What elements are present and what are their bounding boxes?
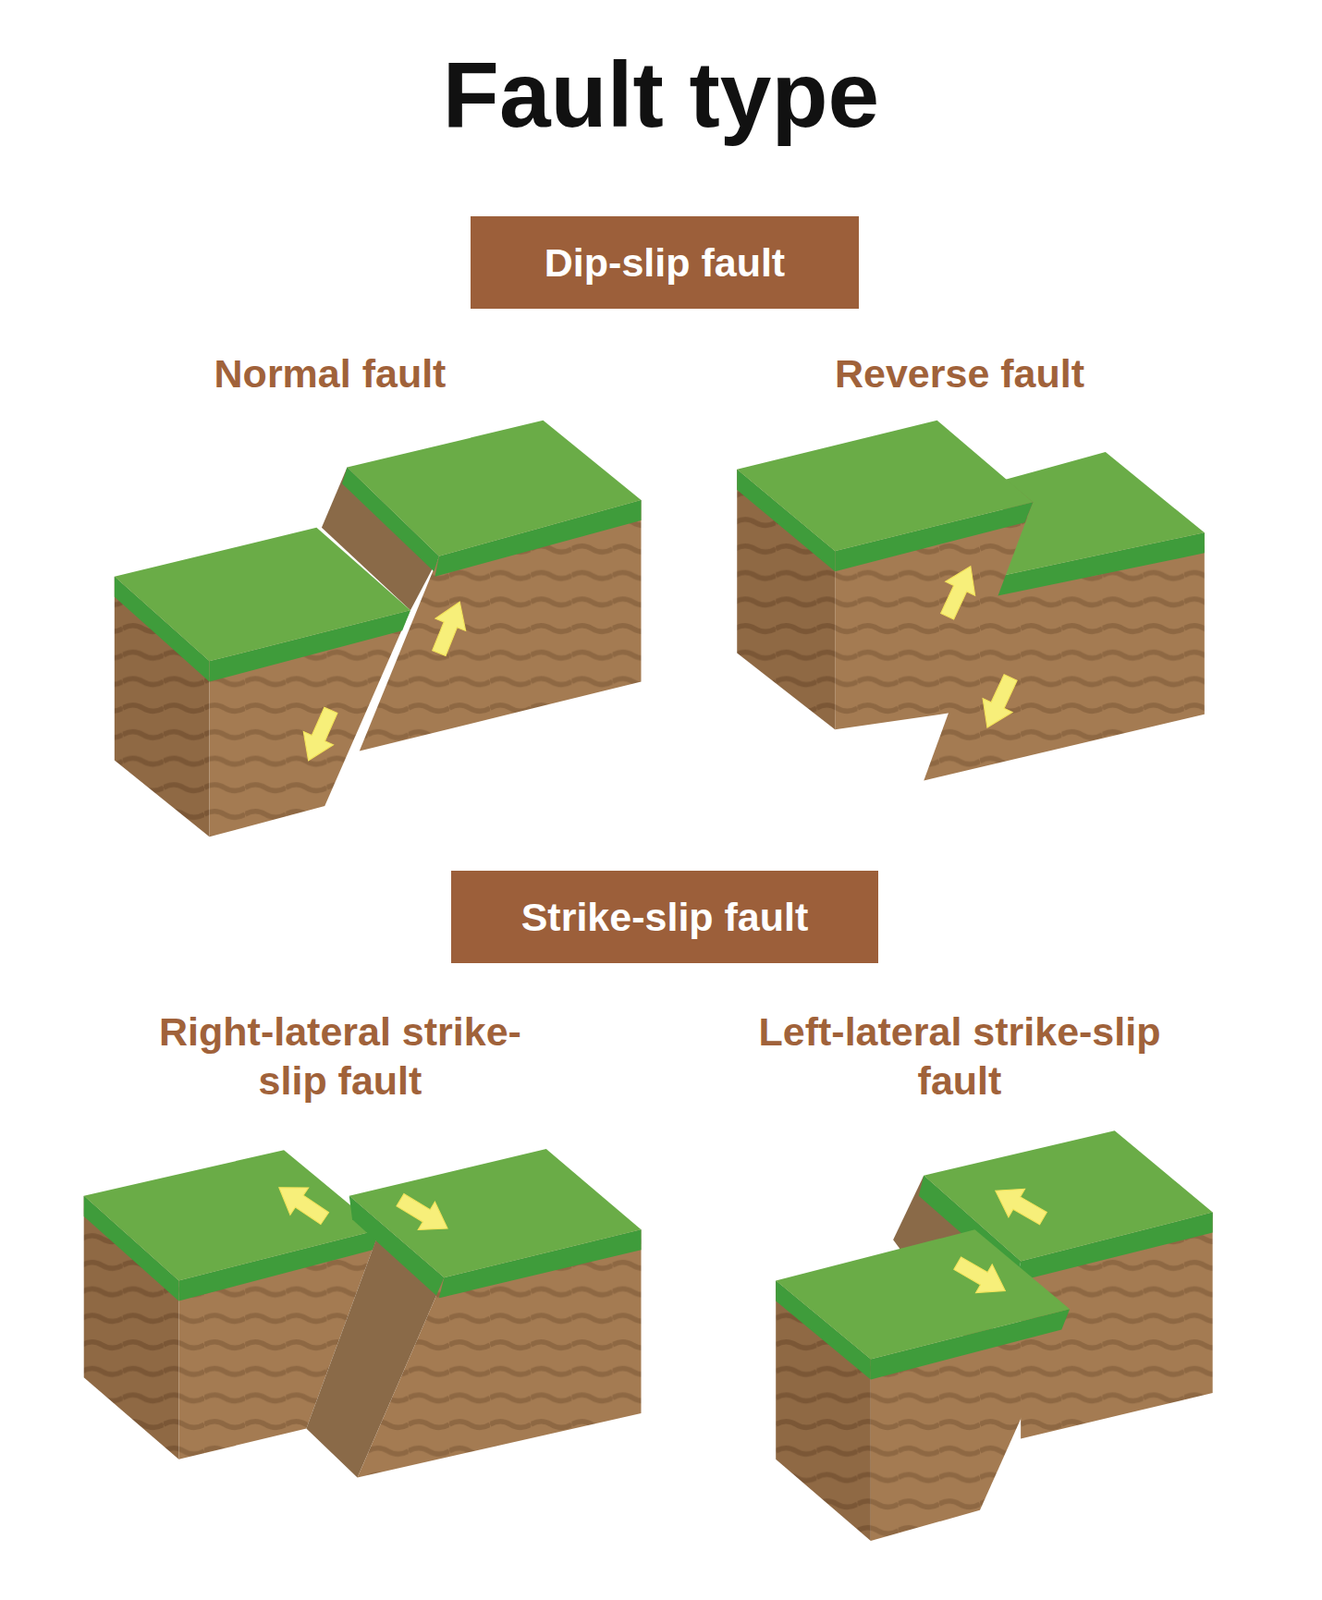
page-title: Fault type bbox=[0, 38, 1322, 150]
fault-label: Reverse fault bbox=[746, 349, 1173, 399]
fault-label: Normal fault bbox=[117, 349, 543, 399]
fault-label: Left-lateral strike-slip fault bbox=[746, 1007, 1173, 1106]
right-lateral-block bbox=[84, 1149, 642, 1478]
category-label: Strike-slip fault bbox=[521, 894, 809, 941]
left-lateral-block bbox=[775, 1130, 1212, 1542]
category-band: Strike-slip fault bbox=[451, 870, 879, 964]
normal-fault-block bbox=[114, 420, 642, 837]
category-label: Dip-slip fault bbox=[544, 240, 785, 286]
reverse-fault-block bbox=[736, 420, 1205, 782]
fault-label: Right-lateral strike-slip fault bbox=[127, 1007, 553, 1106]
category-band: Dip-slip fault bbox=[470, 216, 859, 309]
